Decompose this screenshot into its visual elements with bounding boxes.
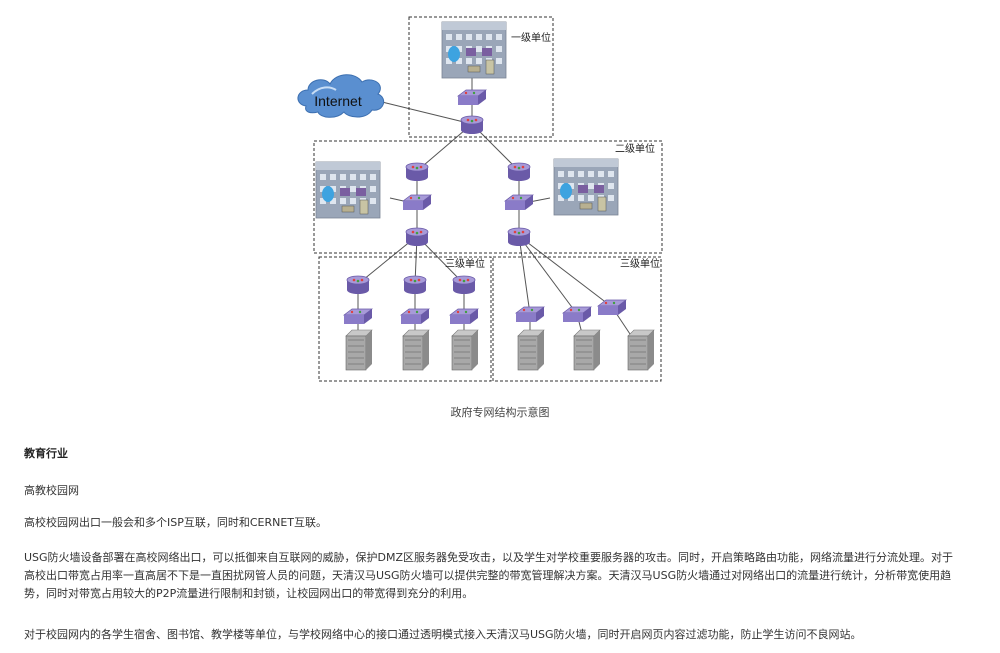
router-icon bbox=[403, 275, 427, 294]
switch-icon bbox=[399, 308, 431, 324]
zone-level3-right bbox=[492, 256, 662, 382]
sub-title: 高教校园网 bbox=[24, 484, 79, 497]
zone-label-level2: 二级单位 bbox=[615, 142, 655, 155]
office-building-icon bbox=[315, 161, 381, 219]
zone-label-level3-left: 三级单位 bbox=[445, 257, 485, 270]
server-icon bbox=[451, 329, 479, 371]
paragraph: 对于校园网内的各学生宿舍、图书馆、教学楼等单位，与学校网络中心的接口通过透明模式… bbox=[24, 628, 862, 641]
router-icon bbox=[405, 162, 429, 181]
paragraph: 高校校园网出口一般会和多个ISP互联，同时和CERNET互联。 bbox=[24, 516, 328, 529]
server-icon bbox=[573, 329, 601, 371]
server-icon bbox=[402, 329, 430, 371]
switch-icon bbox=[342, 308, 374, 324]
office-building-icon bbox=[441, 21, 507, 79]
zone-level1 bbox=[408, 16, 554, 138]
server-icon bbox=[627, 329, 655, 371]
office-building-icon bbox=[553, 158, 619, 216]
figure-caption: 政府专网结构示意图 bbox=[450, 406, 550, 419]
router-icon bbox=[507, 162, 531, 181]
switch-icon bbox=[448, 308, 480, 324]
router-icon bbox=[507, 227, 531, 246]
paragraph: USG防火墙设备部署在高校网络出口，可以抵御来自互联网的威胁，保护DMZ区服务器… bbox=[24, 551, 954, 600]
switch-icon bbox=[514, 306, 546, 322]
zone-label-level3-right: 三级单位 bbox=[620, 257, 660, 270]
switch-icon bbox=[503, 194, 535, 210]
zone-label-level1: 一级单位 bbox=[511, 31, 551, 44]
section-title: 教育行业 bbox=[24, 447, 68, 460]
zone-level3-left bbox=[318, 256, 492, 382]
router-icon bbox=[346, 275, 370, 294]
network-structure-diagram: 一级单位 二级单位 三级单位 三级单位 Internet bbox=[297, 16, 663, 382]
internet-label: Internet bbox=[314, 93, 362, 109]
internet-cloud-icon bbox=[297, 74, 385, 118]
switch-icon bbox=[596, 299, 628, 315]
server-icon bbox=[517, 329, 545, 371]
router-icon bbox=[460, 115, 484, 134]
switch-icon bbox=[456, 89, 488, 105]
server-icon bbox=[345, 329, 373, 371]
switch-icon bbox=[561, 306, 593, 322]
router-icon bbox=[405, 227, 429, 246]
router-icon bbox=[452, 275, 476, 294]
switch-icon bbox=[401, 194, 433, 210]
